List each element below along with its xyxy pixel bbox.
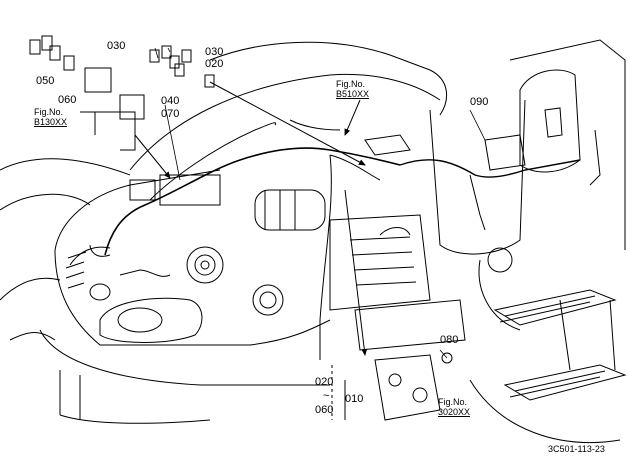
leader-b130 bbox=[134, 134, 171, 179]
figref-b130-code[interactable]: B130XX bbox=[34, 117, 68, 127]
label-range-to: 060 bbox=[315, 404, 334, 416]
label-010: 010 bbox=[345, 393, 364, 405]
relay-070 bbox=[119, 94, 145, 120]
starter-motor bbox=[254, 189, 326, 231]
label-080: 080 bbox=[440, 334, 459, 346]
fuse-060-a bbox=[49, 45, 61, 61]
battery-box bbox=[354, 299, 466, 351]
connector-b510 bbox=[364, 134, 411, 156]
alternator bbox=[186, 246, 224, 284]
label-070: 070 bbox=[161, 108, 180, 120]
label-range-from: 020 bbox=[315, 376, 334, 388]
figref-b510[interactable]: Fig.No. B510XX bbox=[336, 79, 369, 99]
part-080 bbox=[441, 352, 453, 364]
hood-top-outline bbox=[209, 41, 448, 116]
figref-3020-prefix: Fig.No. bbox=[438, 397, 468, 407]
fuse-050-a bbox=[29, 39, 41, 55]
figref-b130[interactable]: Fig.No. B130XX bbox=[34, 107, 67, 127]
label-090: 090 bbox=[470, 96, 489, 108]
front-lamp bbox=[89, 283, 111, 301]
figref-3020[interactable]: Fig.No. 3020XX bbox=[438, 397, 470, 417]
leader-020-030 bbox=[209, 81, 366, 166]
fuse-020 bbox=[204, 74, 215, 88]
leader-3020 bbox=[344, 189, 368, 356]
label-060: 060 bbox=[58, 94, 77, 106]
relay-040 bbox=[84, 67, 112, 93]
cab-harness bbox=[399, 159, 581, 178]
cab-panel bbox=[429, 99, 526, 255]
label-030-right: 030 bbox=[205, 46, 224, 58]
upper-step bbox=[493, 289, 617, 326]
fuse-box bbox=[159, 174, 221, 206]
label-030-left: 030 bbox=[107, 40, 126, 52]
label-040: 040 bbox=[161, 95, 180, 107]
leader-b510 bbox=[344, 99, 361, 136]
left-fender-outline bbox=[0, 158, 131, 176]
main-harness bbox=[104, 147, 401, 256]
cab-door-handle-area bbox=[519, 69, 581, 173]
figref-b130-prefix: Fig.No. bbox=[34, 107, 64, 117]
figref-3020-code[interactable]: 3020XX bbox=[438, 407, 471, 417]
headlight-shape bbox=[99, 297, 203, 343]
figref-b510-prefix: Fig.No. bbox=[336, 79, 366, 89]
label-050: 050 bbox=[36, 75, 55, 87]
gear-case bbox=[374, 354, 441, 421]
drawing-code: 3C501-113-23 bbox=[548, 444, 605, 454]
bracket-b130 bbox=[80, 111, 136, 151]
compressor bbox=[252, 284, 284, 316]
label-range-tilde: ~ bbox=[323, 390, 330, 402]
lower-step bbox=[503, 364, 627, 401]
ground-cable bbox=[319, 154, 332, 360]
work-lamp bbox=[484, 134, 526, 171]
hood-front-outline bbox=[54, 169, 221, 251]
fuel-cap bbox=[487, 247, 513, 273]
fuse-030-a bbox=[149, 49, 160, 63]
left-wheel-arc bbox=[0, 193, 91, 211]
label-020-top: 020 bbox=[205, 58, 224, 70]
figref-b510-code[interactable]: B510XX bbox=[336, 89, 370, 99]
